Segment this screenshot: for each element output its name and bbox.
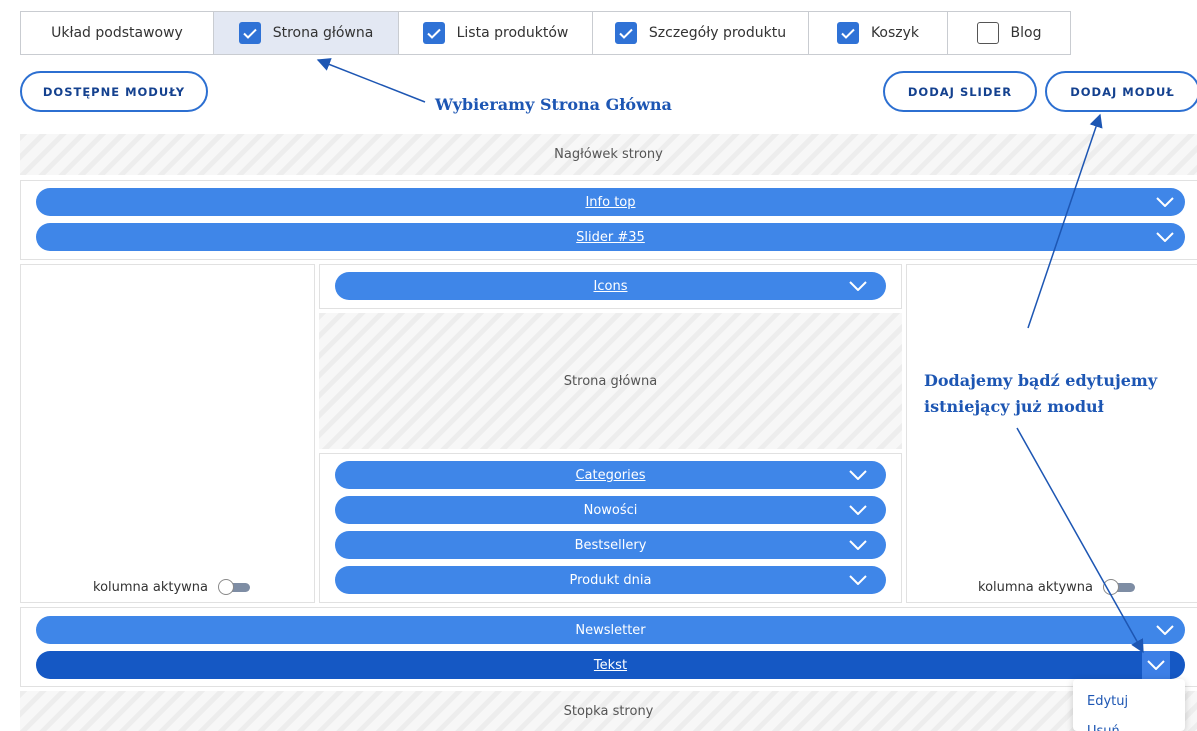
module-label: Newsletter: [575, 622, 646, 638]
tab-main-page[interactable]: Strona główna: [214, 12, 399, 54]
tab-label: Szczegóły produktu: [648, 25, 787, 41]
left-column-toggle-row: kolumna aktywna: [93, 579, 250, 595]
checkbox-checked-icon[interactable]: [238, 22, 261, 44]
module-categories[interactable]: Categories: [335, 461, 886, 489]
chevron-down-icon[interactable]: [848, 500, 868, 520]
chevron-down-icon[interactable]: [1155, 192, 1175, 212]
module-label: Categories: [575, 467, 646, 483]
tab-label: Układ podstawowy: [51, 25, 183, 41]
annotation-text-line2: istniejący już moduł: [924, 397, 1104, 416]
module-product-of-day[interactable]: Produkt dnia: [335, 566, 886, 594]
menu-item-edit[interactable]: Edytuj: [1087, 693, 1129, 709]
annotation-text: Wybieramy Strona Główna: [435, 95, 672, 114]
chevron-down-icon[interactable]: [848, 276, 868, 296]
main-page-zone: Strona główna: [319, 313, 902, 449]
tab-basic-layout[interactable]: Układ podstawowy: [21, 12, 214, 54]
checkbox-checked-icon[interactable]: [836, 22, 859, 44]
checkbox-unchecked-icon[interactable]: [976, 22, 999, 44]
module-label: Bestsellery: [574, 537, 647, 553]
chevron-down-icon[interactable]: [1142, 651, 1170, 679]
left-column: [20, 264, 315, 603]
module-label: Nowości: [583, 502, 638, 518]
tab-label: Lista produktów: [456, 25, 569, 41]
header-zone: Nagłówek strony: [20, 134, 1197, 175]
zone-label: Nagłówek strony: [554, 147, 663, 162]
tab-label: Strona główna: [272, 25, 374, 41]
layout-tabs: Układ podstawowy Strona główna Lista pro…: [20, 11, 1071, 55]
module-label: Icons: [593, 278, 628, 294]
module-label: Produkt dnia: [569, 572, 652, 588]
zone-label: Strona główna: [563, 373, 658, 389]
module-newsletter[interactable]: Newsletter: [36, 616, 1185, 644]
zone-label: Stopka strony: [563, 703, 654, 719]
checkbox-checked-icon[interactable]: [614, 22, 637, 44]
add-slider-button[interactable]: DODAJ SLIDER: [883, 71, 1037, 112]
tab-cart[interactable]: Koszyk: [809, 12, 948, 54]
checkbox-checked-icon[interactable]: [422, 22, 445, 44]
module-text[interactable]: Tekst: [36, 651, 1185, 679]
chevron-down-icon[interactable]: [1155, 620, 1175, 640]
tab-blog[interactable]: Blog: [948, 12, 1070, 54]
tab-product-details[interactable]: Szczegóły produktu: [593, 12, 809, 54]
toggle-label: kolumna aktywna: [93, 579, 208, 595]
module-label: Tekst: [593, 657, 628, 673]
column-active-toggle[interactable]: [218, 579, 250, 595]
toggle-label: kolumna aktywna: [978, 579, 1093, 595]
tab-label: Koszyk: [870, 25, 920, 41]
column-active-toggle[interactable]: [1103, 579, 1135, 595]
arrow-to-main-page-tab: [316, 58, 426, 103]
module-bestsellers[interactable]: Bestsellery: [335, 531, 886, 559]
chevron-down-icon[interactable]: [1155, 227, 1175, 247]
chevron-down-icon[interactable]: [848, 535, 868, 555]
available-modules-button[interactable]: DOSTĘPNE MODUŁY: [20, 71, 208, 112]
tab-label: Blog: [1010, 25, 1042, 41]
module-label: Info top: [585, 194, 636, 210]
module-icons[interactable]: Icons: [335, 272, 886, 300]
module-label: Slider #35: [576, 229, 645, 245]
tab-product-list[interactable]: Lista produktów: [399, 12, 593, 54]
module-info-top[interactable]: Info top: [36, 188, 1185, 216]
module-new-products[interactable]: Nowości: [335, 496, 886, 524]
module-actions-dropdown: Edytuj Usuń: [1073, 679, 1185, 731]
menu-item-delete[interactable]: Usuń: [1087, 723, 1120, 731]
chevron-down-icon[interactable]: [848, 570, 868, 590]
right-column: [906, 264, 1197, 603]
annotation-add-or-edit: Dodajemy bądź edytujemy istniejący już m…: [924, 368, 1157, 420]
right-column-toggle-row: kolumna aktywna: [978, 579, 1135, 595]
chevron-down-icon[interactable]: [848, 465, 868, 485]
footer-zone: Stopka strony: [20, 691, 1197, 731]
annotation-text-line1: Dodajemy bądź edytujemy: [924, 371, 1158, 390]
annotation-select-main-page: Wybieramy Strona Główna: [435, 92, 672, 118]
add-module-button[interactable]: DODAJ MODUŁ: [1045, 71, 1197, 112]
module-slider[interactable]: Slider #35: [36, 223, 1185, 251]
